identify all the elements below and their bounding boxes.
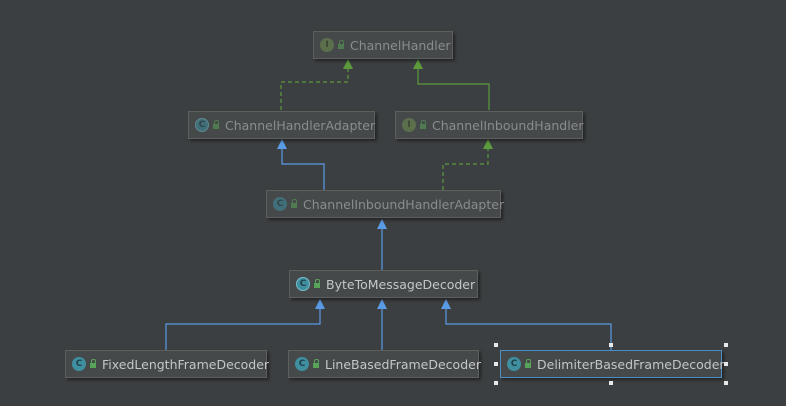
public-lock-icon bbox=[420, 120, 426, 129]
selection-handle-top-center[interactable] bbox=[609, 343, 613, 347]
selection-handle-middle-left[interactable] bbox=[494, 362, 498, 366]
edge-delimiterbasedframedecoder-extends-bytetomessagedecoder bbox=[441, 299, 612, 350]
abstract-class-icon: C bbox=[296, 277, 310, 291]
edge-channelhandleradapter-implements-channelhandler bbox=[280, 59, 353, 110]
node-channel-inbound-handler[interactable]: I ChannelInboundHandler bbox=[395, 111, 584, 139]
node-channel-handler[interactable]: I ChannelHandler bbox=[313, 31, 453, 59]
abstract-class-icon: C bbox=[195, 118, 209, 132]
node-byte-to-message-decoder[interactable]: C ByteToMessageDecoder bbox=[289, 270, 478, 298]
node-delimiter-based-frame-decoder[interactable]: C DelimiterBasedFrameDecoder bbox=[500, 350, 725, 378]
class-icon: C bbox=[273, 197, 287, 211]
interface-icon: I bbox=[320, 38, 334, 52]
public-lock-icon bbox=[313, 359, 319, 368]
node-label: ChannelInboundHandlerAdapter bbox=[303, 196, 505, 212]
selection-handle-bottom-right[interactable] bbox=[724, 381, 728, 385]
selection-handle-middle-right[interactable] bbox=[724, 362, 728, 366]
node-line-based-frame-decoder[interactable]: C LineBasedFrameDecoder bbox=[288, 350, 481, 378]
selection-handle-top-left[interactable] bbox=[494, 343, 498, 347]
node-label: ChannelHandlerAdapter bbox=[225, 117, 376, 133]
edge-channelinboundhandleradapter-implements-channelinboundhandler bbox=[442, 139, 493, 190]
node-label: ByteToMessageDecoder bbox=[326, 276, 476, 292]
public-lock-icon bbox=[314, 279, 320, 288]
node-label: DelimiterBasedFrameDecoder bbox=[537, 356, 725, 372]
interface-icon: I bbox=[402, 118, 416, 132]
selection-handle-top-right[interactable] bbox=[724, 343, 728, 347]
public-lock-icon bbox=[525, 359, 531, 368]
node-label: ChannelInboundHandler bbox=[432, 117, 584, 133]
public-lock-icon bbox=[291, 199, 297, 208]
public-lock-icon bbox=[213, 120, 219, 129]
node-label: LineBasedFrameDecoder bbox=[325, 356, 481, 372]
edge-fixedlengthframedecoder-extends-bytetomessagedecoder bbox=[165, 299, 325, 350]
public-lock-icon bbox=[90, 359, 96, 368]
node-channel-handler-adapter[interactable]: C ChannelHandlerAdapter bbox=[188, 111, 375, 139]
selection-handle-bottom-left[interactable] bbox=[494, 381, 498, 385]
edge-channelinboundhandler-extends-channelhandler bbox=[413, 59, 490, 110]
class-icon: C bbox=[72, 357, 86, 371]
public-lock-icon bbox=[338, 40, 344, 49]
selection-handle-bottom-center[interactable] bbox=[609, 381, 613, 385]
edge-channelinboundhandleradapter-extends-channelhandleradapter bbox=[277, 139, 325, 190]
node-label: FixedLengthFrameDecoder bbox=[102, 356, 270, 372]
class-icon: C bbox=[507, 357, 521, 371]
class-icon: C bbox=[295, 357, 309, 371]
node-channel-inbound-handler-adapter[interactable]: C ChannelInboundHandlerAdapter bbox=[266, 190, 505, 218]
node-fixed-length-frame-decoder[interactable]: C FixedLengthFrameDecoder bbox=[65, 350, 270, 378]
node-label: ChannelHandler bbox=[350, 37, 451, 53]
